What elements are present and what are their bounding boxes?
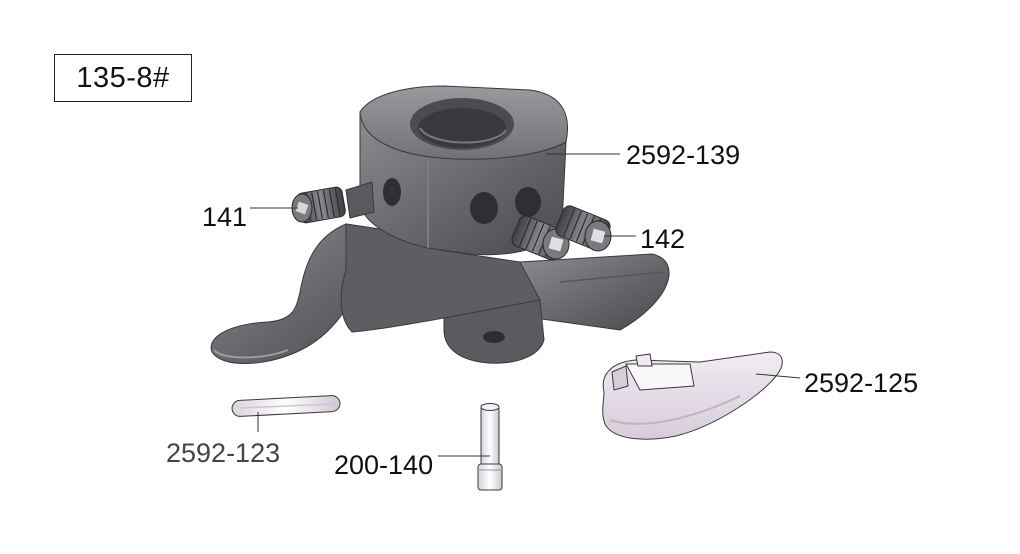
callout-screw-142: 142 bbox=[640, 224, 686, 254]
leader-lines bbox=[250, 153, 801, 457]
set-screw bbox=[291, 186, 346, 224]
mount-head-body bbox=[210, 85, 670, 364]
leader-plastic-insert bbox=[755, 373, 801, 379]
callout-screw-141: 141 bbox=[202, 202, 248, 232]
key-strip bbox=[231, 395, 341, 417]
callout-key-strip: 2592-123 bbox=[166, 438, 281, 468]
set-screw bbox=[555, 205, 612, 252]
assembly-id-label: 135-8# bbox=[54, 54, 192, 102]
pin bbox=[477, 403, 503, 491]
callout-pin: 200-140 bbox=[334, 450, 434, 480]
callout-plastic-insert: 2592-125 bbox=[804, 368, 919, 398]
callout-mount-head: 2592-139 bbox=[626, 140, 741, 170]
plastic-insert bbox=[602, 351, 783, 440]
